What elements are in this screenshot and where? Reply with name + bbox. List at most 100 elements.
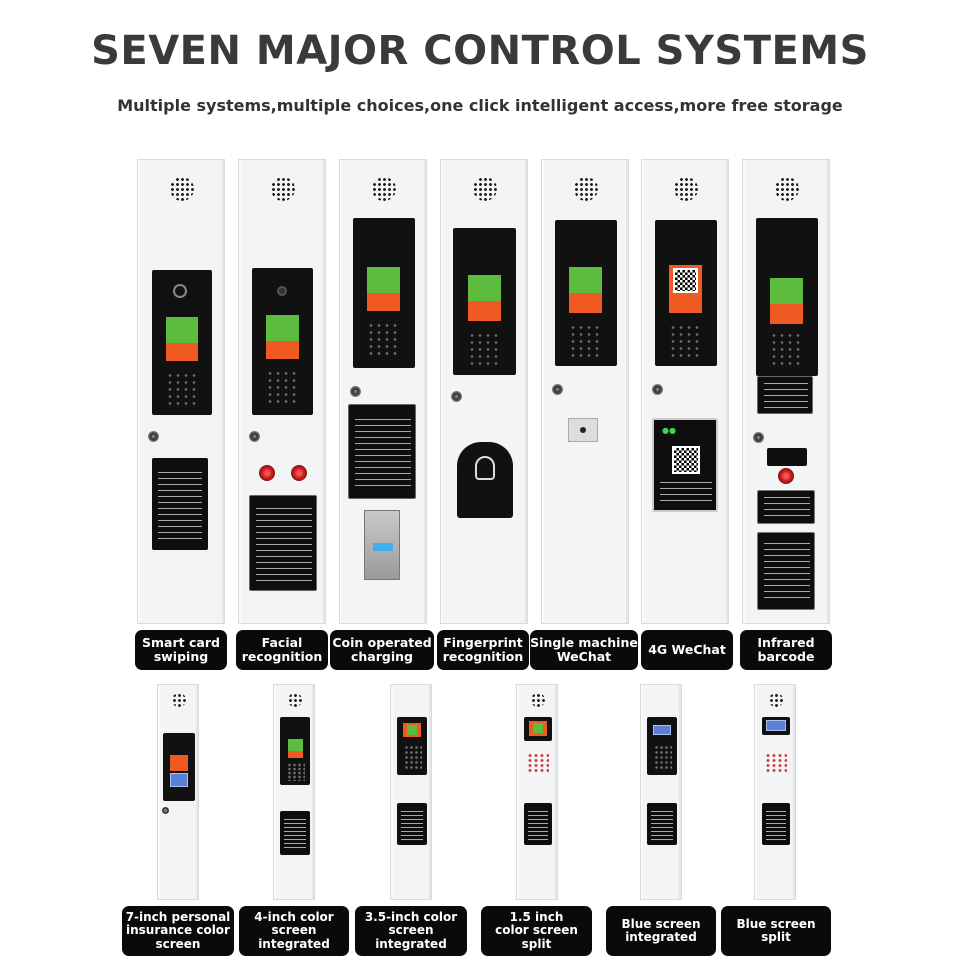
qr-code-icon xyxy=(672,446,700,474)
instruction-card xyxy=(762,803,790,845)
lock-icon xyxy=(350,386,361,397)
instruction-card xyxy=(397,803,427,845)
speaker-grille-icon xyxy=(775,177,799,201)
locker-panel-coin xyxy=(339,159,427,624)
locker-panel-infrared xyxy=(742,159,830,624)
keypad[interactable] xyxy=(669,324,703,358)
keypad[interactable] xyxy=(367,322,401,358)
speaker-grille-icon xyxy=(769,693,783,707)
keypad[interactable] xyxy=(266,370,300,404)
page-title: SEVEN MAJOR CONTROL SYSTEMS xyxy=(91,28,869,74)
label-smart-card: Smart card swiping xyxy=(135,630,227,670)
keypad[interactable] xyxy=(569,324,603,358)
keypad[interactable] xyxy=(287,763,305,781)
locker-panel-3-5inch xyxy=(390,684,432,900)
card-text-lines xyxy=(651,811,673,841)
instruction-card xyxy=(757,532,815,610)
display-screen xyxy=(166,317,198,343)
card-text-lines xyxy=(528,811,548,841)
coin-display xyxy=(373,543,393,551)
keypad[interactable] xyxy=(770,332,804,368)
card-text-lines xyxy=(355,419,411,491)
display-screen-footer xyxy=(288,751,303,758)
control-panel xyxy=(655,220,717,366)
card-text-lines xyxy=(660,482,712,506)
speaker-grille-icon xyxy=(674,177,698,201)
scanner-icon[interactable] xyxy=(568,418,598,442)
card-text-lines xyxy=(401,811,423,841)
control-panel xyxy=(353,218,415,368)
label-1-5inch: 1.5 inch color screen split xyxy=(481,906,592,956)
label-4g-wechat: 4G WeChat xyxy=(641,630,733,670)
display-screen xyxy=(770,278,803,304)
speaker-grille-icon xyxy=(574,177,598,201)
label-4inch: 4-inch color screen integrated xyxy=(239,906,349,956)
fingerprint-icon[interactable] xyxy=(457,442,513,518)
face-recognition-icon xyxy=(277,286,287,296)
locker-panel-single-wechat xyxy=(541,159,629,624)
instruction-card xyxy=(647,803,677,845)
lock-icon xyxy=(249,431,260,442)
coin-slot-icon[interactable] xyxy=(364,510,400,580)
speaker-grille-icon xyxy=(172,693,186,707)
display-screen xyxy=(266,315,299,341)
display-screen xyxy=(468,275,501,301)
keypad[interactable] xyxy=(166,372,200,406)
card-text-lines xyxy=(158,472,202,540)
card-text-lines xyxy=(764,543,810,603)
label-blue-split: Blue screen split xyxy=(721,906,831,956)
display-screen-footer xyxy=(569,293,602,313)
keypad[interactable] xyxy=(765,753,787,773)
locker-panel-4g-wechat: ●● xyxy=(641,159,729,624)
display-screen xyxy=(170,755,188,771)
display-screen-secondary xyxy=(170,773,188,787)
speaker-grille-icon xyxy=(170,177,194,201)
locker-panel-1-5inch xyxy=(516,684,558,900)
speaker-grille-icon xyxy=(531,693,545,707)
speaker-grille-icon xyxy=(288,693,302,707)
lock-icon xyxy=(148,431,159,442)
locker-panel-fingerprint xyxy=(440,159,528,624)
instruction-card xyxy=(348,404,416,499)
display-screen xyxy=(766,720,786,731)
keypad[interactable] xyxy=(404,745,422,769)
display-screen-inner xyxy=(407,725,417,735)
display-screen xyxy=(569,267,602,293)
barcode-icon[interactable] xyxy=(757,376,813,414)
locker-panel-smart-card xyxy=(137,159,225,624)
red-button[interactable] xyxy=(778,468,794,484)
speaker-grille-icon xyxy=(473,177,497,201)
speaker-grille-icon xyxy=(372,177,396,201)
display-screen-footer xyxy=(166,343,198,361)
fingerprint-sensor xyxy=(475,456,495,480)
control-panel xyxy=(555,220,617,366)
card-reader-icon xyxy=(173,284,187,298)
display-screen xyxy=(288,739,303,751)
control-panel xyxy=(756,218,818,376)
red-button-left[interactable] xyxy=(259,465,275,481)
label-single-wechat: Single machine WeChat xyxy=(530,630,638,670)
keypad[interactable] xyxy=(527,753,549,773)
label-fingerprint: Fingerprint recognition xyxy=(437,630,529,670)
label-facial: Facial recognition xyxy=(236,630,328,670)
qr-code-icon xyxy=(673,268,698,293)
red-button-right[interactable] xyxy=(291,465,307,481)
instruction-card xyxy=(280,811,310,855)
control-panel xyxy=(252,268,313,415)
display-screen-footer xyxy=(468,301,501,321)
speaker-grille-icon xyxy=(271,177,295,201)
display-screen-inner xyxy=(533,723,543,733)
display-screen-footer xyxy=(266,341,299,359)
tablet-screen xyxy=(163,733,195,801)
instruction-card xyxy=(249,495,317,591)
control-panel xyxy=(397,717,427,775)
instruction-card xyxy=(524,803,552,845)
label-3-5inch: 3.5-inch color screen integrated xyxy=(355,906,467,956)
page-subtitle: Multiple systems,multiple choices,one cl… xyxy=(117,96,843,115)
control-panel xyxy=(280,717,310,785)
keypad[interactable] xyxy=(468,332,502,366)
lock-icon xyxy=(753,432,764,443)
keypad[interactable] xyxy=(654,745,672,769)
card-text-lines xyxy=(766,811,786,841)
label-infrared: Infrared barcode xyxy=(740,630,832,670)
